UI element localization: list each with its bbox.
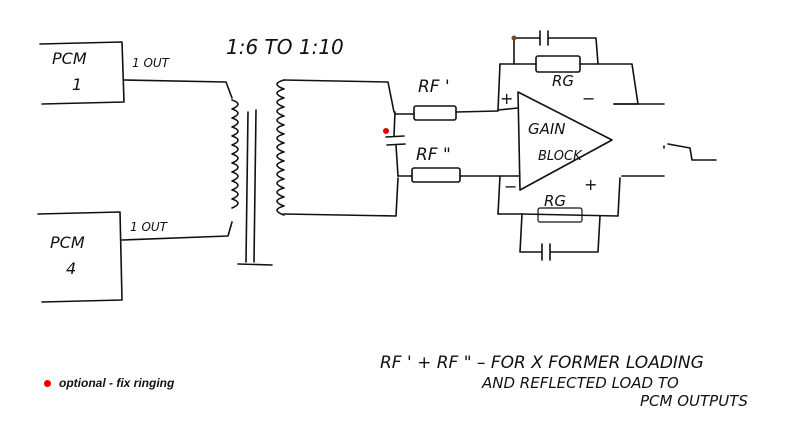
legend-red-dot bbox=[44, 379, 51, 387]
transformer-core bbox=[237, 109, 273, 266]
rg-top-label: RG bbox=[552, 72, 574, 90]
gain-block-amplifier: GAIN BLOCK bbox=[517, 91, 613, 191]
turns-ratio-label: 1:6 TO 1:10 bbox=[226, 35, 344, 59]
block-label: BLOCK bbox=[538, 149, 583, 164]
wire-secondary-bottom bbox=[283, 177, 399, 217]
wire-pcm2-primary bbox=[121, 221, 233, 241]
transformer-primary-coil bbox=[231, 99, 239, 209]
note-line2: AND REFLECTED LOAD TO bbox=[481, 374, 679, 392]
wire-amp-input-top bbox=[497, 63, 519, 111]
feedback-bottom: RG bbox=[497, 177, 621, 261]
wire-pcm1-primary bbox=[123, 79, 233, 99]
pcm1-label: PCM bbox=[52, 49, 87, 68]
legend-text: optional - fix ringing bbox=[59, 376, 175, 390]
resistor-rf-bottom: RF " bbox=[397, 145, 501, 183]
legend: optional - fix ringing bbox=[44, 376, 174, 390]
transformer-secondary-coil bbox=[276, 79, 285, 216]
note-line3: PCM OUTPUTS bbox=[640, 392, 748, 410]
ground-symbol bbox=[667, 143, 717, 161]
design-note: RF ' + RF " – FOR X FORMER LOADING AND R… bbox=[380, 353, 748, 410]
pcm1-block: PCM 1 1 OUT bbox=[39, 41, 171, 105]
pcm1-number: 1 bbox=[72, 75, 82, 94]
pcm2-label: PCM bbox=[50, 233, 85, 252]
wire-output-bottom bbox=[621, 145, 665, 177]
pcm2-number: 4 bbox=[66, 259, 76, 278]
rf-top-label: RF ' bbox=[418, 77, 450, 97]
pcm2-block: PCM 4 1 OUT bbox=[37, 211, 169, 303]
wire-secondary-top bbox=[283, 79, 395, 113]
pcm2-output-label: 1 OUT bbox=[130, 220, 169, 234]
optional-capacitor bbox=[385, 111, 406, 177]
plus-bottom-mark: + bbox=[584, 175, 597, 194]
wire-amp-input-bottom bbox=[497, 175, 521, 215]
gain-label: GAIN bbox=[528, 120, 566, 138]
optional-marker-dot bbox=[383, 128, 389, 134]
rg-bottom-label: RG bbox=[544, 192, 566, 210]
pcm1-output-label: 1 OUT bbox=[132, 56, 171, 70]
rf-bottom-label: RF " bbox=[416, 145, 451, 165]
note-line1: RF ' + RF " – FOR X FORMER LOADING bbox=[380, 353, 704, 373]
resistor-rf-top: RF ' bbox=[394, 77, 499, 121]
minus-bottom-mark: − bbox=[504, 177, 517, 196]
minus-top-mark: − bbox=[582, 89, 595, 108]
plus-top-mark: + bbox=[500, 89, 513, 108]
